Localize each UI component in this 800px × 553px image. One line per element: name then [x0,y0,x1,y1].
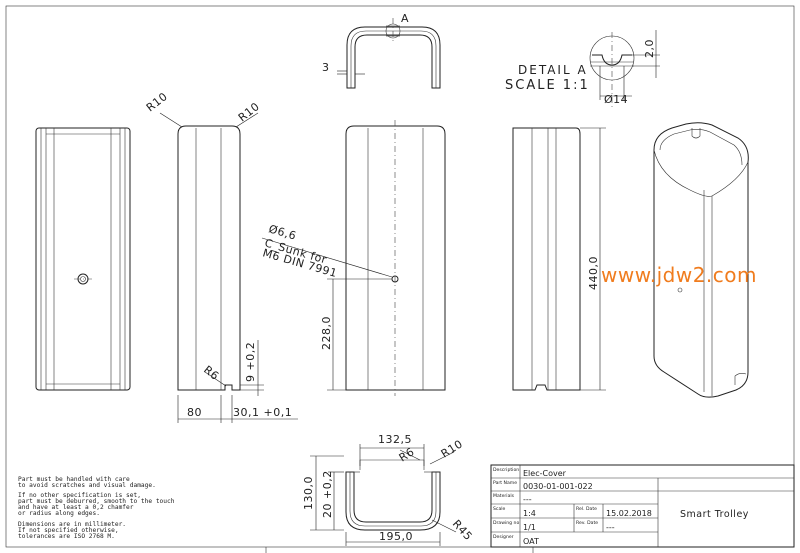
radius-left-label: R10 [144,90,170,114]
tb-scale-value: 1:4 [523,509,536,518]
dim-width-tolerance: 30,1 +0,1 [233,406,292,419]
tb-part-name-label: Part Name [493,480,517,486]
tb-designer-value: OAT [523,537,539,546]
detail-dim-diameter: Ø14 [604,93,628,106]
dim-width: 80 [187,406,202,419]
tb-rel-date-value: 15.02.2018 [606,509,652,518]
note-line: If not specified otherwise, [18,527,119,534]
front-view-slot [159,112,298,423]
dim-hole-height: 228,0 [320,316,333,350]
bottom-dim-inner: 132,5 [378,433,412,446]
bottom-radius-a: R10 [439,437,466,460]
bottom-dim-outer: 195,0 [379,530,413,543]
radius-right-label: R10 [236,100,262,124]
tb-rev-date-value: --- [606,523,615,532]
general-notes: Part must be handled with care to avoid … [18,476,175,540]
tb-part-name-value: 0030-01-001-022 [523,482,593,491]
dim-total-height: 440,0 [587,256,600,290]
top-dim-thickness: 3 [322,61,330,74]
side-view-left [35,127,131,391]
bottom-radius-c: R45 [450,517,475,543]
side-view-right [512,127,606,391]
tb-designer-label: Designer [493,534,514,540]
radius-slot-label: R6 [201,363,221,383]
detail-scale: SCALE 1:1 [505,78,590,93]
detail-title: DETAIL A [518,63,588,77]
watermark: www.jdw2.com [601,263,757,287]
tb-drawing-no-label: Drawing no [493,520,519,526]
tb-description-label: Description [493,467,519,473]
title-block [490,464,795,548]
center-view-hole [261,120,446,396]
note-line: to avoid scratches and visual damage. [18,482,156,489]
dim-slot-height: 9 +0,2 [244,342,257,382]
detail-callout-label: A [401,12,409,25]
tb-materials-value: --- [523,495,532,504]
isometric-view [653,122,749,398]
sheet-border [5,5,795,548]
tb-rev-date-label: Rev. Date [576,520,598,526]
bottom-dim-height: 130,0 [302,476,315,510]
tb-description-value: Elec-Cover [523,469,567,478]
note-line: Dimensions are in millimeter. [18,521,126,528]
tb-company-name: Smart Trolley [680,509,749,520]
tb-scale-label: Scale [493,506,506,512]
note-line: If no other specification is set, [18,492,141,499]
note-line: and have at least a 0,2 chamfer [18,504,134,511]
note-line: tolerances are ISO 2768 M. [18,533,115,540]
note-line: Part must be handled with care [18,476,130,483]
bottom-dim-step: 20 +0,2 [321,470,334,518]
detail-dim-depth: 2,0 [643,39,656,58]
tb-rel-date-label: Rel. Date [576,506,597,512]
detail-a-view [589,30,660,110]
bottom-view-profile [310,444,457,546]
note-line: part must be deburred, smooth to the tou… [18,498,175,505]
tb-drawing-no-value: 1/1 [523,523,536,532]
top-view-profile [337,18,441,89]
note-line: or radius along edges. [18,510,100,517]
tb-materials-label: Materials [493,493,515,499]
